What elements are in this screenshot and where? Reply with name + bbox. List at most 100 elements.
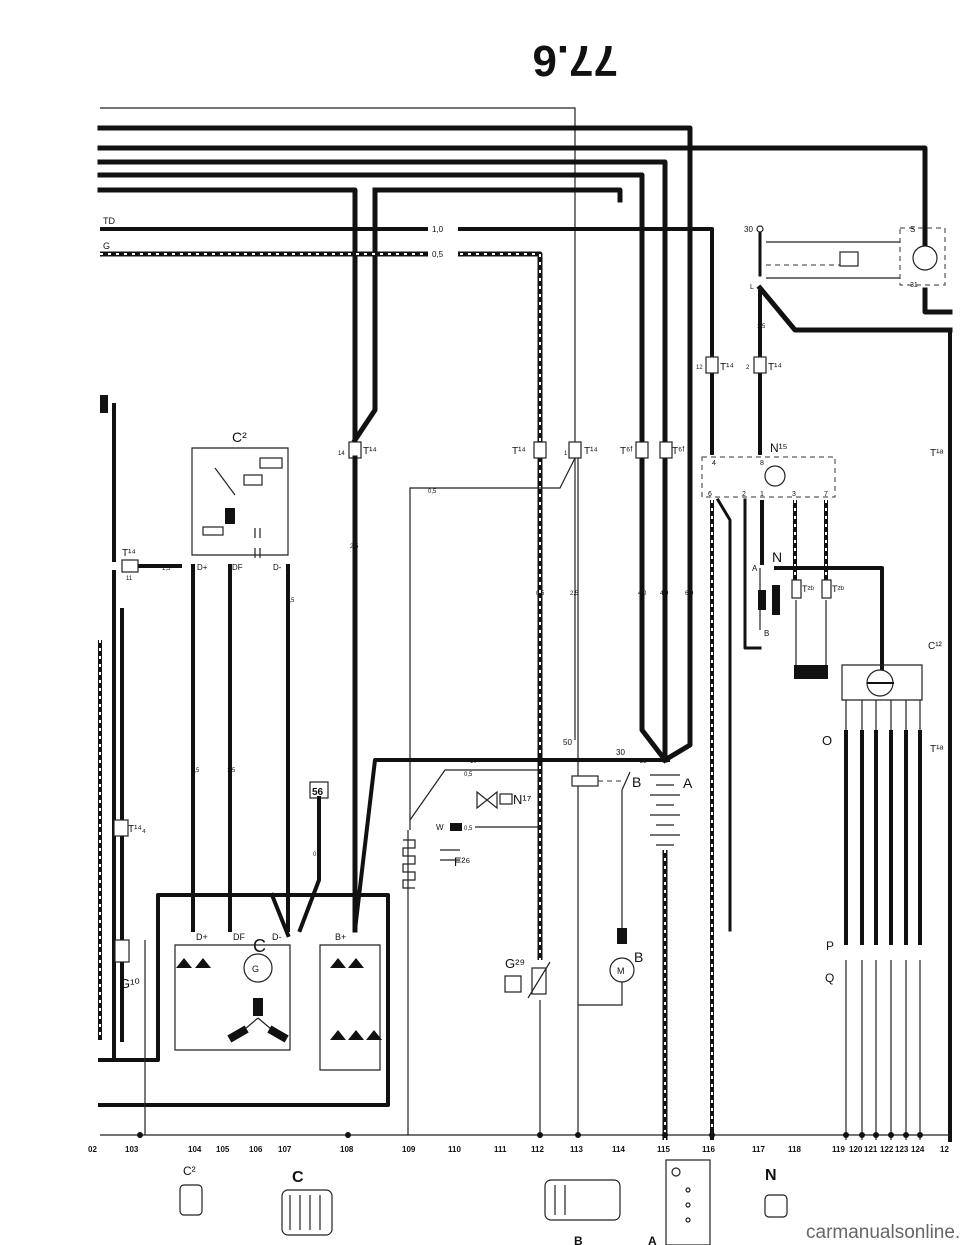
connector-t14-pair: 12 T¹⁴ 2 T¹⁴ (696, 356, 782, 374)
svg-text:120: 120 (849, 1145, 863, 1154)
fuse-box-56: 56 0,5 (297, 781, 329, 933)
n-label: N (772, 549, 782, 565)
pin-label: 4 (712, 460, 716, 467)
svg-text:1,5: 1,5 (191, 768, 200, 774)
terminal-w: W (436, 823, 444, 832)
alternator-c: D+ DF D- B+ C G (174, 758, 670, 1071)
svg-text:1,5: 1,5 (227, 768, 236, 774)
pin-label: 12 (696, 365, 703, 371)
battery-a: A (650, 774, 693, 1140)
svg-text:113: 113 (570, 1145, 583, 1154)
signal-wire (409, 457, 576, 830)
pin-label: 8 (760, 460, 764, 467)
terminal-d-plus: D+ (196, 932, 208, 942)
svg-text:2,5: 2,5 (570, 591, 579, 597)
regulator-wires: 1,5 1,5 1,5 1,5 (138, 564, 295, 932)
regulator-icon (179, 1184, 203, 1216)
terminal-df: DF (232, 563, 243, 572)
connector-t14-left: T¹⁴ 11 (98, 395, 390, 1107)
td-line: TD 1,0 (100, 216, 714, 455)
icon-label: C² (183, 1164, 196, 1178)
svg-text:G: G (252, 964, 259, 974)
pin-label: 2 (746, 365, 750, 371)
connector-label: T¹ᵃ (930, 744, 943, 755)
n17-label: N¹⁷ (513, 792, 532, 807)
pin-label: 1 (760, 491, 764, 498)
td-label: TD (103, 216, 115, 226)
icon-label: B (574, 1234, 583, 1245)
g-line: G 0,5 (100, 241, 543, 960)
svg-text:1,5: 1,5 (162, 566, 171, 572)
svg-text:110: 110 (448, 1145, 461, 1154)
connector-row: 14 T¹⁴ T¹⁴ 1 T¹⁴ T⁶ᶠ T⁶ᶠ (338, 441, 685, 459)
svg-text:105: 105 (216, 1145, 230, 1154)
svg-text:124: 124 (911, 1145, 925, 1154)
pin-label: 7 (824, 491, 828, 498)
g10-sender: T¹⁴₄ G¹⁰ (113, 819, 146, 1135)
pin-label: 3 (792, 491, 796, 498)
svg-text:115: 115 (657, 1145, 670, 1154)
svg-text:0,5: 0,5 (536, 591, 545, 597)
connector-label: T¹⁴₄ (128, 824, 146, 835)
distributor: O P Q C¹² T¹ᵃ T¹ᵃ (822, 448, 943, 1140)
svg-text:104: 104 (188, 1145, 202, 1154)
svg-text:4,0: 4,0 (638, 591, 647, 597)
p-label: P (826, 939, 834, 953)
pin-label: 14 (338, 451, 345, 457)
g-label: G (103, 241, 110, 251)
wire-size-label: 1,0 (432, 225, 444, 234)
top-feed-wires (97, 107, 928, 764)
g29-sender: G²⁹ (504, 956, 551, 1135)
connector-label: T²ᵇ (802, 584, 814, 594)
svg-text:0,5: 0,5 (464, 826, 473, 832)
generator-icon (243, 953, 273, 983)
connector-label: T¹⁴ (768, 362, 782, 373)
c2-label: C² (232, 429, 247, 445)
wire-size-label: 1,5 (757, 324, 766, 330)
svg-text:108: 108 (340, 1145, 354, 1154)
coil-icon (764, 1194, 788, 1218)
svg-text:25: 25 (640, 759, 647, 765)
svg-text:4,0: 4,0 (660, 591, 669, 597)
connector-label: T²ᵇ (832, 584, 844, 594)
starter-b: 10 25 50 30 B M B (470, 738, 647, 1006)
connector-label: T⁶ᶠ (672, 446, 685, 457)
svg-text:122: 122 (880, 1145, 894, 1154)
terminal-l: L (750, 284, 754, 291)
n15-label: N¹⁵ (770, 441, 788, 455)
connector-label: T⁶ᶠ (620, 446, 633, 457)
terminal-s: S (910, 225, 915, 234)
relay-coil (839, 251, 859, 267)
transistor-icon (912, 245, 938, 271)
svg-text:1,5: 1,5 (286, 598, 295, 604)
terminal-d-plus: D+ (197, 563, 208, 572)
handwritten-note: 77.6 (532, 36, 618, 85)
svg-text:107: 107 (278, 1145, 292, 1154)
svg-text:12: 12 (940, 1145, 949, 1154)
a-label: A (683, 775, 693, 791)
control-cluster: 0,5 N¹⁷ W 0,5 F²⁶ (402, 769, 540, 889)
svg-text:121: 121 (864, 1145, 878, 1154)
svg-text:02: 02 (88, 1145, 97, 1154)
b-label: B (632, 774, 641, 790)
connector-label: T¹⁴ (122, 548, 136, 559)
pin-label: 11 (126, 576, 133, 582)
terminal-30: 30 (616, 748, 625, 757)
svg-text:118: 118 (788, 1145, 801, 1154)
pin-label: 6 (708, 491, 712, 498)
c12-label: C¹² (928, 641, 943, 652)
terminal-30: 30 (744, 225, 753, 234)
bottom-bus (100, 1132, 950, 1138)
f26-label: F²⁶ (454, 855, 470, 869)
box56-label: 56 (312, 787, 324, 798)
c-label: C (253, 936, 266, 956)
svg-text:0,5: 0,5 (464, 772, 473, 778)
watermark: carmanualsonline.info (806, 1222, 960, 1243)
svg-text:111: 111 (494, 1145, 507, 1154)
terminal-31: 31 (910, 282, 918, 289)
svg-text:6,0: 6,0 (685, 591, 694, 597)
pin-label: 1 (564, 451, 568, 457)
icon-label: A (648, 1234, 657, 1245)
svg-text:106: 106 (249, 1145, 263, 1154)
q-label: Q (825, 971, 834, 985)
